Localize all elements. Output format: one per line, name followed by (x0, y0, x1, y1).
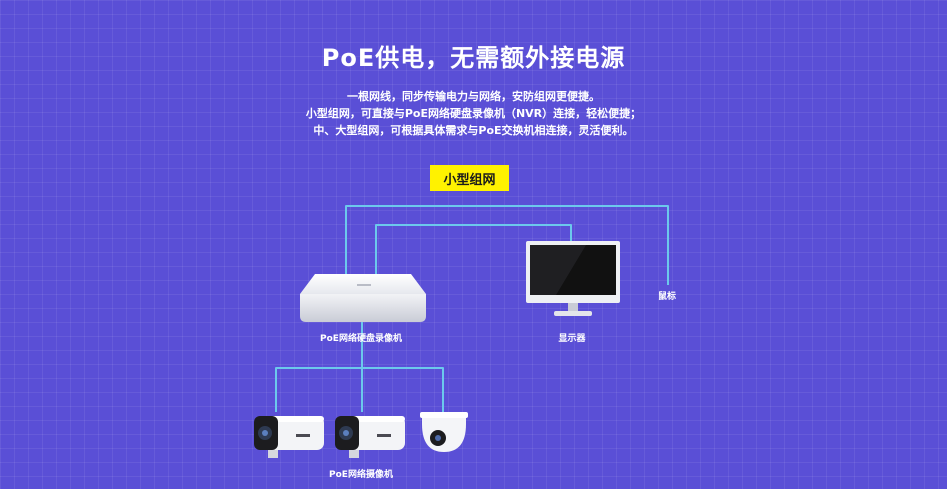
bullet-camera-icon (335, 416, 405, 458)
description-line-3: 中、大型组网，可根据具体需求与PoE交换机相连接，灵活便利。 (313, 124, 634, 137)
page-title: PoE供电，无需额外接电源 (321, 44, 626, 72)
camera-bus-cable (275, 367, 444, 412)
cameras-label: PoE网络摄像机 (329, 470, 393, 480)
description: 一根网线，同步传输电力与网络，安防组网更便捷。 小型组网，可直接与PoE网络硬盘… (0, 88, 947, 139)
monitor-cable (375, 224, 572, 275)
dome-camera-icon (420, 412, 468, 452)
bullet-camera-icon (254, 416, 324, 458)
monitor-label: 显示器 (558, 334, 586, 344)
nvr-label: PoE网络硬盘录像机 (320, 334, 402, 344)
monitor-icon (526, 241, 620, 316)
description-line-2: 小型组网，可直接与PoE网络硬盘录像机（NVR）连接，轻松便捷； (305, 107, 642, 120)
description-line-1: 一根网线，同步传输电力与网络，安防组网更便捷。 (347, 90, 600, 103)
nvr-device-icon (300, 274, 426, 322)
mouse-cable (345, 205, 669, 285)
mouse-label: 鼠标 (657, 292, 677, 302)
network-size-badge: 小型组网 (430, 165, 509, 191)
